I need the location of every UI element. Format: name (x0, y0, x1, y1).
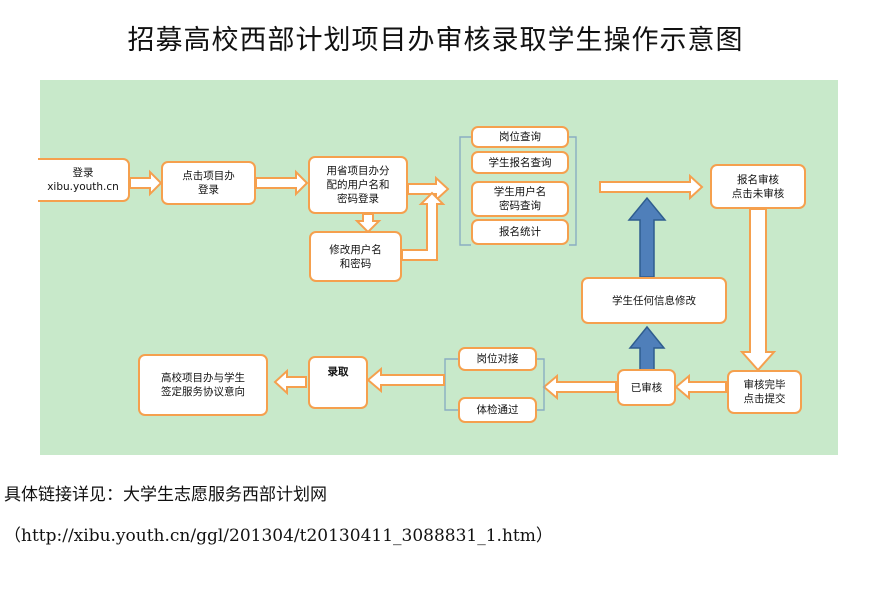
arrow-admit-to-agreement (273, 368, 307, 396)
menu-bracket (459, 136, 471, 246)
footer-link-note: 具体链接详见：大学生志愿服务西部计划网 (4, 485, 327, 505)
node-menu-user-password-query: 学生用户名 密码查询 (471, 181, 569, 217)
arrow-province-to-changepw (354, 213, 382, 234)
page-title: 招募高校西部计划项目办审核录取学生操作示意图 (127, 25, 744, 56)
blue-arrow-reviewed-to-modify (628, 325, 666, 371)
flowchart-connectors (129, 136, 777, 411)
flowchart-canvas: 登录 xibu.youth.cn 点击项目办 登录 用省项目办分 配的用户名和 … (38, 80, 838, 455)
arrow-menu-to-review (599, 173, 704, 201)
arrow-checks-to-admit (366, 366, 445, 394)
node-change-password: 修改用户名 和密码 (309, 231, 402, 282)
node-signup-review: 报名审核 点击未审核 (710, 164, 806, 209)
node-admit: 录取 (308, 356, 368, 409)
arrow-login-to-office (129, 169, 163, 197)
node-review-submit: 审核完毕 点击提交 (727, 370, 802, 414)
node-modify-any-info: 学生任何信息修改 (581, 277, 727, 324)
checks-bracket (444, 358, 458, 411)
node-click-office: 点击项目办 登录 (161, 161, 256, 205)
node-menu-signup-stats: 报名统计 (471, 219, 569, 245)
arrow-review-to-submit (739, 208, 777, 372)
blue-arrow-modify-to-review (627, 196, 667, 278)
menu-bracket-right (569, 136, 577, 246)
node-menu-post-query: 岗位查询 (471, 126, 569, 148)
footer-link-url[interactable]: （http://xibu.youth.cn/ggl/201304/t201304… (4, 526, 553, 546)
node-province-login: 用省项目办分 配的用户名和 密码登录 (308, 156, 408, 214)
arrow-changepw-to-menu (401, 191, 446, 261)
node-health-check: 体检通过 (458, 397, 537, 423)
arrow-reviewed-to-checks (542, 373, 617, 401)
node-menu-signup-query: 学生报名查询 (471, 151, 569, 174)
node-sign-agreement: 高校项目办与学生 签定服务协议意向 (138, 354, 268, 416)
arrow-submit-to-reviewed (674, 373, 727, 401)
checks-bracket-right (537, 358, 545, 411)
arrow-province-to-menu (407, 175, 450, 203)
node-reviewed: 已审核 (617, 369, 676, 406)
node-post-match: 岗位对接 (458, 347, 537, 371)
arrow-office-to-province (255, 169, 309, 197)
node-login: 登录 xibu.youth.cn (38, 158, 130, 202)
